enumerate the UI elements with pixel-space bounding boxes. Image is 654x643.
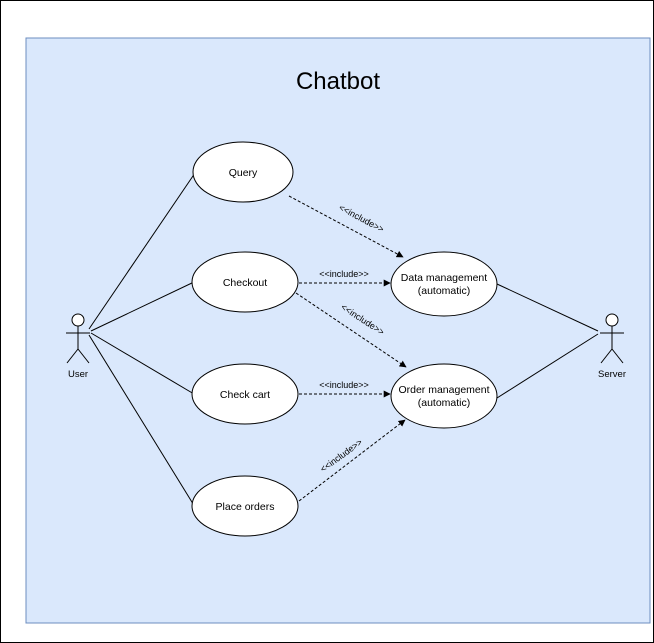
query-data-include xyxy=(288,195,404,258)
diagram-title: Chatbot xyxy=(296,68,380,95)
use-case-label-line2: (automatic) xyxy=(418,397,471,409)
user-checkout-association xyxy=(90,281,195,332)
server-associations xyxy=(496,283,599,399)
use-case-label-line1: Order management xyxy=(398,384,489,396)
placeorders-order-include xyxy=(298,419,406,502)
checkout-order-include xyxy=(295,292,407,368)
include-relations xyxy=(288,195,407,502)
use-case-label: Query xyxy=(229,167,258,179)
use-case-label: Place orders xyxy=(216,501,275,513)
use-case-label: Check cart xyxy=(220,389,270,401)
use-case-label-line2: (automatic) xyxy=(418,285,471,297)
include-label: <<include>> xyxy=(319,380,369,390)
use-case-order-management[interactable]: Order management (automatic) xyxy=(390,363,498,429)
actor-user[interactable] xyxy=(66,313,90,364)
use-case-data-management[interactable]: Data management (automatic) xyxy=(390,251,498,317)
use-case-label-line1: Data management xyxy=(401,272,487,284)
user-checkcart-association xyxy=(90,332,195,395)
use-case-check-cart[interactable]: Check cart xyxy=(191,363,299,425)
user-placeorders-association xyxy=(88,334,196,508)
include-label: <<include>> xyxy=(319,269,369,279)
server-order-association xyxy=(496,333,599,399)
user-associations xyxy=(88,172,196,508)
server-figure-icon xyxy=(605,313,619,327)
user-query-association xyxy=(88,172,196,330)
actor-server-label: Server xyxy=(598,369,626,380)
use-case-label: Checkout xyxy=(223,277,267,289)
actor-server[interactable] xyxy=(600,313,624,364)
use-case-query[interactable]: Query xyxy=(192,141,294,203)
actor-user-label: User xyxy=(68,369,88,380)
use-case-checkout[interactable]: Checkout xyxy=(191,251,299,313)
user-figure-icon xyxy=(71,313,85,327)
use-case-place-orders[interactable]: Place orders xyxy=(191,475,299,537)
server-data-association xyxy=(496,283,599,332)
system-boundary xyxy=(25,37,651,624)
